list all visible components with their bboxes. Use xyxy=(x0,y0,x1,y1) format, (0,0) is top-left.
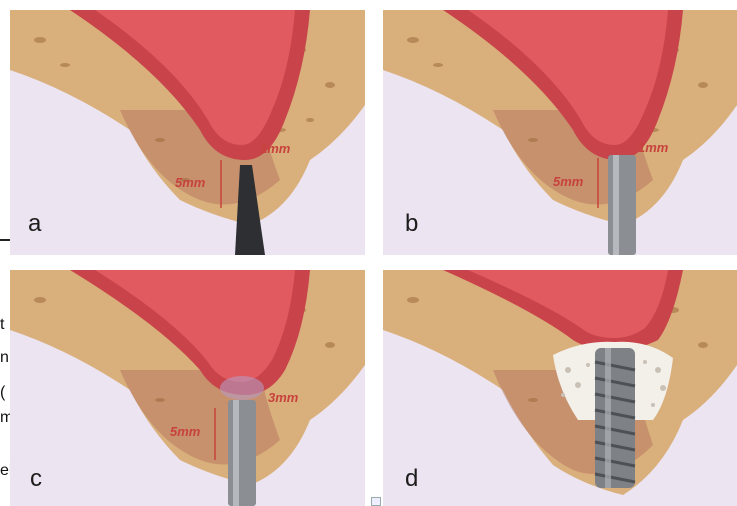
panel-d-illustration xyxy=(383,270,737,506)
panel-a-top-measure: 1mm xyxy=(260,141,291,156)
panel-b: 5mm 1mm b xyxy=(383,10,737,255)
panel-b-vertical-measure: 5mm xyxy=(553,174,584,189)
panel-b-label: b xyxy=(405,210,418,238)
expand-handle[interactable] xyxy=(371,497,381,506)
panel-c-illustration: 5mm 3mm xyxy=(10,270,365,506)
panel-b-top-measure: 1mm xyxy=(638,140,669,155)
panel-c-vertical-measure: 5mm xyxy=(170,424,201,439)
panel-a-illustration: 5mm 1mm xyxy=(10,10,365,255)
panel-a-vertical-measure: 5mm xyxy=(175,175,206,190)
panel-a-label: a xyxy=(28,210,41,238)
panel-a: 5mm 1mm a xyxy=(10,10,365,255)
panel-c: 5mm 3mm c xyxy=(10,270,365,506)
panel-b-illustration: 5mm 1mm xyxy=(383,10,737,255)
panel-c-label: c xyxy=(30,465,42,493)
left-edge-rule xyxy=(0,239,10,241)
panel-d: d xyxy=(383,270,737,506)
panel-d-label: d xyxy=(405,465,418,493)
panel-c-top-measure: 3mm xyxy=(268,390,299,405)
